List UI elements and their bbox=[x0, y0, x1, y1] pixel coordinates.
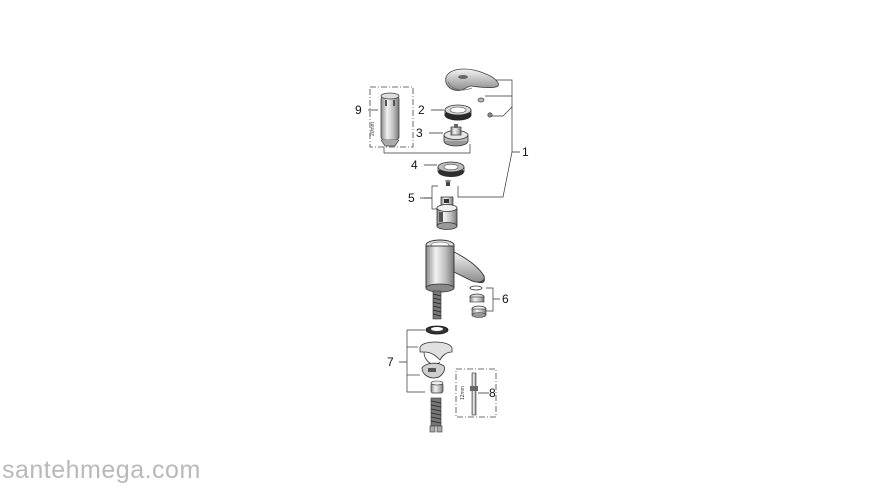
part-1-bracket: 1 bbox=[457, 79, 529, 198]
part-9-dimension: 20mm bbox=[370, 122, 376, 136]
lever-handle bbox=[445, 68, 499, 91]
callout-1: 1 bbox=[522, 145, 529, 159]
watermark: santehmega.com bbox=[2, 456, 201, 484]
part-7-washer bbox=[425, 325, 449, 335]
part-2-cap-ring bbox=[444, 104, 472, 121]
part-8-rod-group: 12mm 8 bbox=[455, 368, 497, 418]
indicator-screw bbox=[477, 97, 493, 118]
part-5-screw bbox=[445, 179, 451, 186]
part-3-cartridge bbox=[443, 124, 469, 147]
threaded-stud bbox=[432, 290, 442, 320]
callout-9: 9 bbox=[355, 103, 362, 117]
part-9-tool-group: 20mm 9 bbox=[355, 86, 414, 148]
callout-6: 6 bbox=[502, 292, 509, 306]
supply-hoses bbox=[429, 397, 443, 433]
part-8-rod bbox=[470, 372, 478, 416]
part-5-insert bbox=[440, 196, 454, 206]
part-9-connector bbox=[383, 144, 471, 154]
callout-5: 5 bbox=[408, 191, 415, 205]
part-9-tool bbox=[380, 92, 400, 147]
part-4-nut bbox=[437, 161, 465, 177]
part-7-clamp bbox=[421, 362, 445, 379]
part-9-box bbox=[369, 86, 414, 148]
callout-7: 7 bbox=[387, 355, 394, 369]
callout-3: 3 bbox=[416, 126, 423, 140]
callout-8: 8 bbox=[489, 386, 496, 400]
part-6-aerator bbox=[469, 285, 487, 318]
faucet-body bbox=[425, 239, 485, 293]
callout-2: 2 bbox=[418, 103, 425, 117]
part-7-horseshoe-plate bbox=[419, 341, 453, 365]
callout-4: 4 bbox=[411, 158, 418, 172]
part-8-dimension: 12mm bbox=[460, 386, 466, 400]
part-7-nut bbox=[430, 380, 444, 394]
cartridge-sleeve bbox=[436, 204, 458, 230]
part-8-box bbox=[455, 368, 497, 418]
